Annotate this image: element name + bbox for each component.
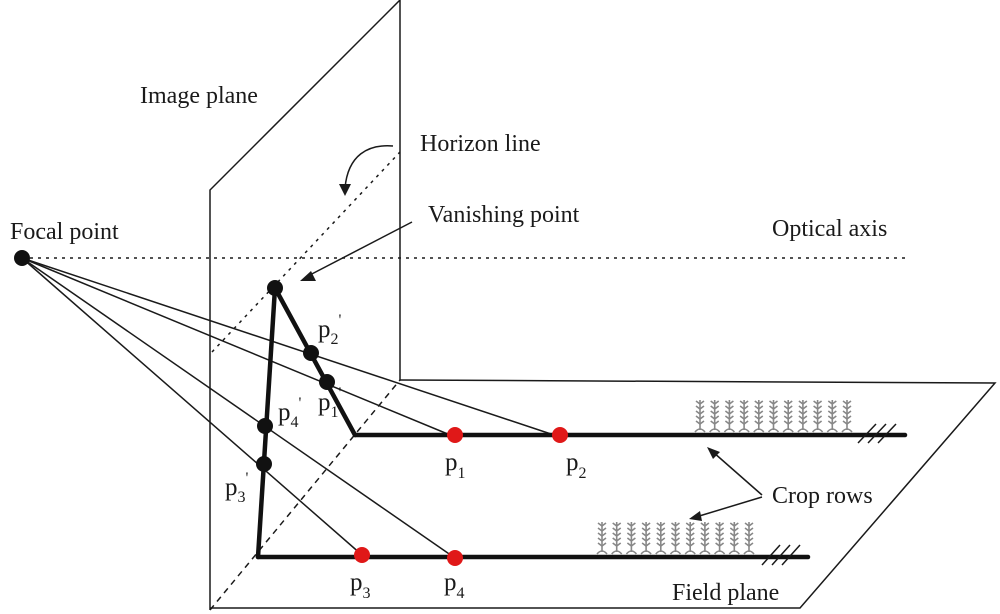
crop-plant-icon [655, 522, 667, 555]
crop-plant-icon [684, 522, 696, 555]
ray-p1 [21, 257, 456, 438]
crop-plant-icon [713, 522, 726, 555]
crop-plant-icon [596, 522, 608, 555]
ray-p4 [21, 257, 456, 559]
crop-plant-icon [728, 522, 740, 555]
field-plane-label: Field plane [672, 580, 779, 606]
p4-image-marker [257, 418, 273, 434]
p3-image-marker [256, 456, 272, 472]
p4-field-label: p4 [444, 569, 465, 602]
row-hatch [781, 544, 801, 566]
field-plane-outline [210, 379, 997, 609]
crop-plant-icon [694, 400, 706, 433]
vanishing-point-marker [267, 280, 283, 296]
crop-plant-icon [826, 400, 838, 433]
p1-field-label: p1 [445, 449, 466, 482]
focal-point-label: Focal point [10, 219, 119, 245]
p1-image-marker [319, 374, 335, 390]
crop-plants-upper [694, 400, 853, 433]
crop-plant-icon [611, 522, 623, 555]
crop-rows-arrow-lower [695, 496, 763, 518]
p2-image-marker [303, 345, 319, 361]
p4-image-label: p4' [278, 395, 302, 431]
crop-plant-icon [811, 400, 824, 433]
crop-plant-icon [723, 400, 736, 433]
ray-p3 [21, 257, 363, 556]
p2-field-label: p2 [566, 449, 587, 482]
row-hatch [867, 423, 887, 444]
crop-plant-icon [797, 400, 809, 433]
crop-rows-arrowhead-lower [689, 511, 702, 521]
crop-plant-icon [669, 522, 682, 555]
image-plane-base-hidden [209, 379, 401, 611]
crop-plant-icon [743, 522, 755, 555]
p3-field-marker [354, 547, 370, 563]
optical-axis-label: Optical axis [772, 216, 887, 242]
crop-rows-arrow-upper [712, 451, 763, 496]
crop-plant-icon [753, 400, 765, 433]
focal-point-marker [14, 250, 30, 266]
row-hatch [857, 423, 877, 444]
vanishing-point-arrow [305, 221, 413, 278]
ray-p2 [21, 257, 561, 438]
image-plane-outline [209, 0, 401, 610]
crop-plant-icon [782, 400, 794, 433]
vanishing-point-arrowhead [300, 271, 316, 281]
crop-plant-icon [841, 400, 853, 433]
p1-image-label: p1' [318, 385, 342, 421]
crop-plant-icon [625, 522, 638, 555]
p1-field-marker [447, 427, 463, 443]
p2-field-marker [552, 427, 568, 443]
p3-field-label: p3 [350, 569, 371, 602]
horizon-line-label: Horizon line [420, 131, 541, 157]
p3-image-label: p3' [225, 470, 249, 506]
p2-image-label: p2' [318, 312, 342, 348]
crop-rows-arrowhead-upper [707, 447, 720, 459]
row-hatch [771, 544, 791, 566]
row-hatch [761, 544, 781, 566]
horizon-line [211, 151, 401, 353]
crop-plant-icon [738, 400, 750, 433]
image-row-upper [272, 285, 358, 438]
crop-rows-label: Crop rows [772, 483, 873, 509]
crop-plant-icon [640, 522, 652, 555]
curved-arrow-head [339, 184, 351, 196]
crop-plant-icon [699, 522, 711, 555]
crop-plant-icon [709, 400, 721, 433]
vanishing-point-label: Vanishing point [428, 202, 580, 228]
image-plane-label: Image plane [140, 83, 258, 109]
crop-plant-icon [767, 400, 780, 433]
p4-field-marker [447, 550, 463, 566]
crop-plants-lower [596, 522, 755, 555]
row-hatch [877, 423, 897, 444]
curved-arrow [344, 145, 394, 189]
